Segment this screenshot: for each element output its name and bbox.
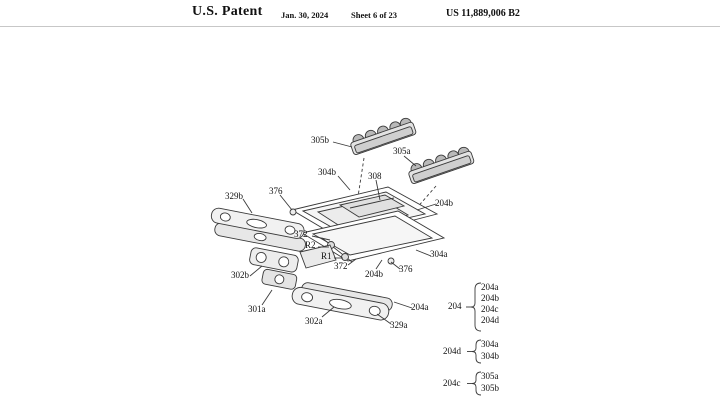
- ref-label-376-right: 376: [399, 265, 413, 274]
- legend-item-305a: 305a: [481, 372, 499, 381]
- ref-label-305b: 305b: [311, 136, 329, 145]
- ref-label-305a: 305a: [393, 147, 411, 156]
- ref-label-304a: 304a: [430, 250, 448, 259]
- ref-label-302b: 302b: [231, 271, 249, 280]
- legend-item-204b: 204b: [481, 294, 499, 303]
- legend-item-204c: 204c: [481, 305, 499, 314]
- legend-item-204a: 204a: [481, 283, 499, 292]
- ref-label-304b: 304b: [318, 168, 336, 177]
- legend-item-305b: 305b: [481, 384, 499, 393]
- ref-label-372-left: 372: [294, 230, 308, 239]
- ref-label-204a: 204a: [411, 303, 429, 312]
- ref-label-329a: 329a: [390, 321, 408, 330]
- legend-item-204d: 204d: [481, 316, 499, 325]
- ref-label-372-lower: 372: [334, 262, 348, 271]
- legend-group-204c-label: 204c: [443, 379, 461, 388]
- legend-group-204d-label: 204d: [443, 347, 461, 356]
- ref-label-308: 308: [368, 172, 382, 181]
- ref-label-R1: R1: [321, 252, 332, 261]
- ref-label-204b-upper: 204b: [435, 199, 453, 208]
- legend-group-204-label: 204: [448, 302, 462, 311]
- ref-label-R2: R2: [305, 241, 316, 250]
- ref-label-302a: 302a: [305, 317, 323, 326]
- coil-block-305a: [406, 145, 474, 184]
- ref-label-204b-lower: 204b: [365, 270, 383, 279]
- ref-label-329b: 329b: [225, 192, 243, 201]
- legend-item-304b: 304b: [481, 352, 499, 361]
- legend-item-304a: 304a: [481, 340, 499, 349]
- ref-label-301a: 301a: [248, 305, 266, 314]
- ref-label-376-left: 376: [269, 187, 283, 196]
